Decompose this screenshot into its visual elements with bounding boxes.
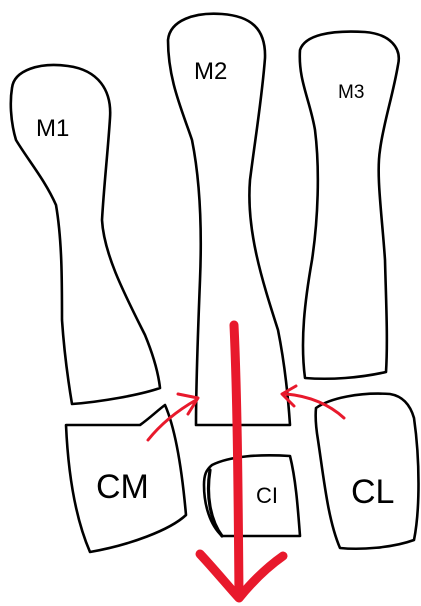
bone-m1	[11, 65, 160, 404]
label-cl: CL	[351, 473, 394, 511]
label-m1: M1	[36, 115, 69, 142]
bone-m2	[168, 14, 290, 425]
bone-cl	[316, 394, 419, 549]
label-cm: CM	[96, 468, 149, 506]
arrow-down-shaft	[234, 325, 239, 596]
label-m3: M3	[338, 82, 364, 103]
label-ci: CI	[256, 483, 278, 508]
bone-ci	[204, 455, 300, 536]
label-m2: M2	[194, 58, 227, 85]
